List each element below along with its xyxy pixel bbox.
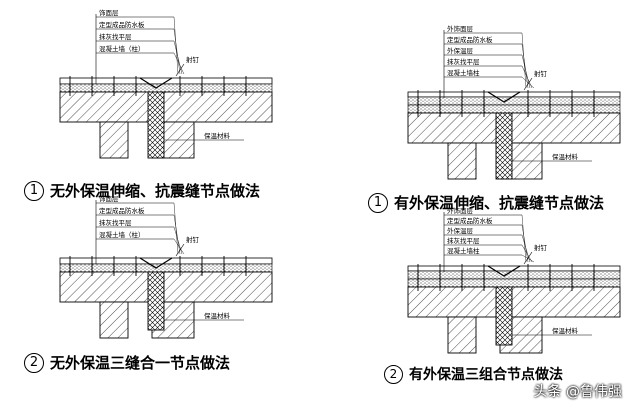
nail-leader (523, 77, 533, 91)
joint-insulation-fill (495, 112, 513, 180)
leader-branch (173, 52, 185, 75)
layer-label: 抹灰找平层 (99, 32, 132, 41)
waterproof-plate (487, 265, 521, 277)
layer-label: 外保温层 (447, 46, 474, 55)
layer-label: 外饰面层 (447, 24, 474, 33)
detail-title: 无外保温三缝合一节点做法 (50, 354, 231, 372)
leader-branch (521, 244, 533, 263)
concrete-column-left (99, 301, 129, 339)
layer-label: 定型成品防水板 (99, 20, 145, 29)
leader-branch (521, 32, 527, 89)
leader-branch (521, 224, 529, 263)
joint-insulation-fill (147, 271, 165, 331)
leader-branch (521, 76, 535, 89)
leader-branch (173, 28, 181, 75)
watermark: 头条 @鲁伟强 (534, 381, 622, 401)
detail-number-circle: 1 (24, 180, 44, 201)
concrete-column-left (99, 121, 129, 159)
nail-leader (523, 251, 533, 265)
layer-label: 定型成品防水板 (447, 35, 493, 44)
joint-insulation-fill (495, 286, 513, 346)
insulation-label: 保温材料 (204, 131, 231, 140)
leader-branch (521, 43, 529, 89)
concrete-wall (59, 91, 273, 123)
concrete-wall (407, 286, 621, 318)
concrete-column-left (447, 316, 477, 354)
nail-label: 射钉 (186, 55, 200, 64)
nail-leader (175, 243, 185, 257)
insulation-label: 保温材料 (204, 311, 231, 320)
layer-label: 饰面层 (99, 194, 119, 203)
layer-label: 饰面层 (99, 8, 119, 17)
layer-label: 混凝土墙柱 (447, 68, 480, 77)
concrete-wall (59, 271, 273, 303)
waterproof-plate (139, 77, 173, 89)
leader-branch (173, 214, 181, 255)
leader-branch (521, 65, 533, 89)
insulation-label: 保温材料 (552, 152, 579, 161)
layer-label: 抹灰找平层 (447, 57, 480, 66)
layer-label: 外饰面层 (447, 206, 474, 215)
insulation-label: 保温材料 (552, 326, 579, 335)
concrete-wall (407, 112, 621, 144)
caption-p1: 1 无外保温伸缩、抗震缝节点做法 (24, 180, 260, 201)
nail-leader (175, 63, 185, 77)
detail-number-circle: 1 (368, 192, 388, 213)
layer-label: 定型成品防水板 (447, 216, 493, 225)
detail-title: 无外保温伸缩、抗震缝节点做法 (50, 182, 261, 200)
layer-label: 混凝土墙（柱） (99, 230, 145, 239)
layer-label: 定型成品防水板 (99, 206, 145, 215)
detail-number-circle: 2 (24, 352, 44, 373)
concrete-column-left (447, 142, 477, 180)
detail-number-circle: 2 (384, 364, 403, 384)
caption-p3: 1 有外保温伸缩、抗震缝节点做法 (368, 192, 604, 213)
nail-label: 射钉 (534, 69, 548, 78)
detail-title: 有外保温伸缩、抗震缝节点做法 (394, 194, 605, 212)
joint-insulation-fill (147, 91, 165, 159)
caption-p2: 2 无外保温三缝合一节点做法 (24, 352, 230, 373)
watermark-text: 头条 @鲁伟强 (533, 384, 622, 400)
layer-label: 混凝土墙（柱） (99, 44, 145, 53)
layer-label: 抹灰找平层 (99, 218, 132, 227)
nail-label: 射钉 (186, 235, 200, 244)
nail-label: 射钉 (534, 243, 548, 252)
layer-label: 混凝土墙柱 (447, 246, 480, 255)
caption-p4: 2 有外保温三组合节点做法 (384, 364, 563, 384)
waterproof-plate (487, 91, 521, 103)
leader-branch (521, 234, 531, 263)
layer-label: 外保温层 (447, 226, 474, 235)
layer-label: 抹灰找平层 (447, 236, 480, 245)
leader-branch (173, 238, 185, 255)
detail-title: 有外保温三组合节点做法 (409, 367, 563, 383)
waterproof-plate (139, 257, 173, 269)
